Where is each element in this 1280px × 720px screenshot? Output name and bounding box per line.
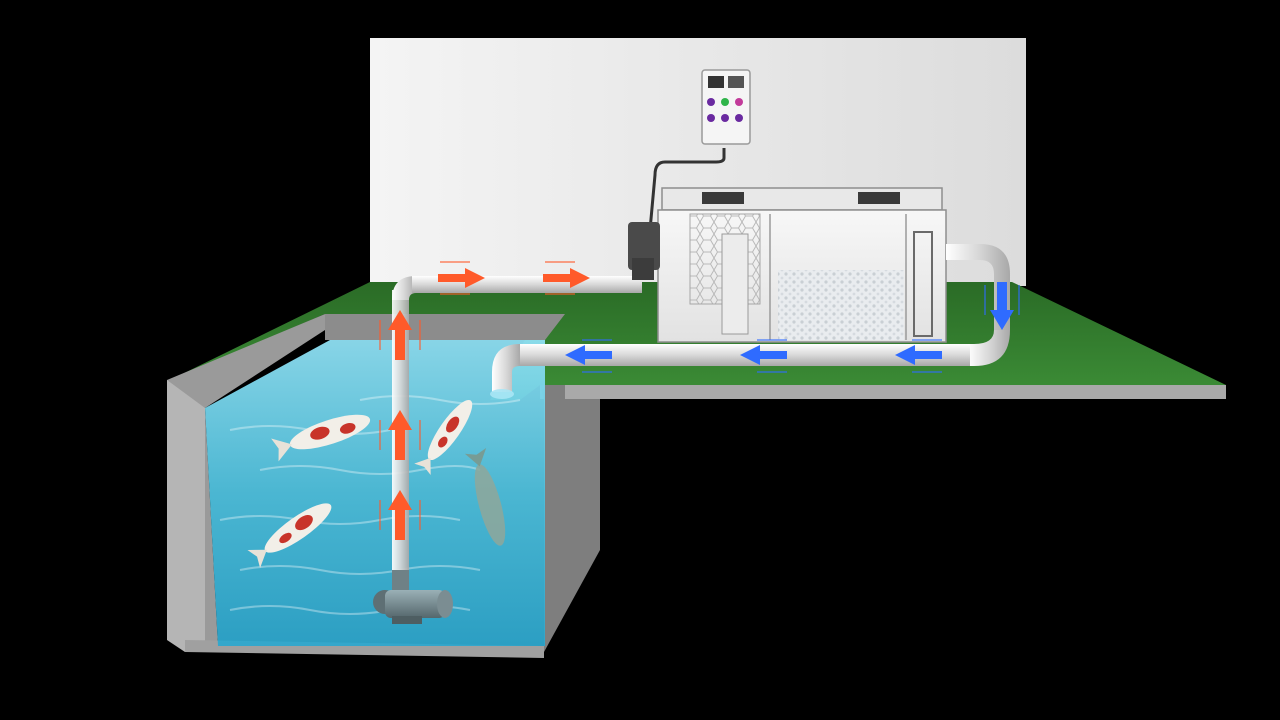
switch-1 [707,114,715,122]
display-right [728,76,744,88]
lid-display-left [702,192,744,204]
ground-edge [540,385,1226,399]
display-left [708,76,724,88]
filter-unit [628,188,946,342]
button-magenta [735,98,743,106]
pump-icon [385,590,445,618]
switch-2 [721,114,729,122]
return-outlet [490,389,514,399]
lid-display-right [858,192,900,204]
switch-3 [735,114,743,122]
button-green [721,98,729,106]
pond-right-wall [540,385,600,652]
pond-back-wall [325,314,565,340]
bio-media-chamber [778,270,904,340]
filter-inlet-flange [632,258,654,280]
button-purple [707,98,715,106]
pond-rim-front [167,380,205,652]
drum-core [722,234,748,334]
